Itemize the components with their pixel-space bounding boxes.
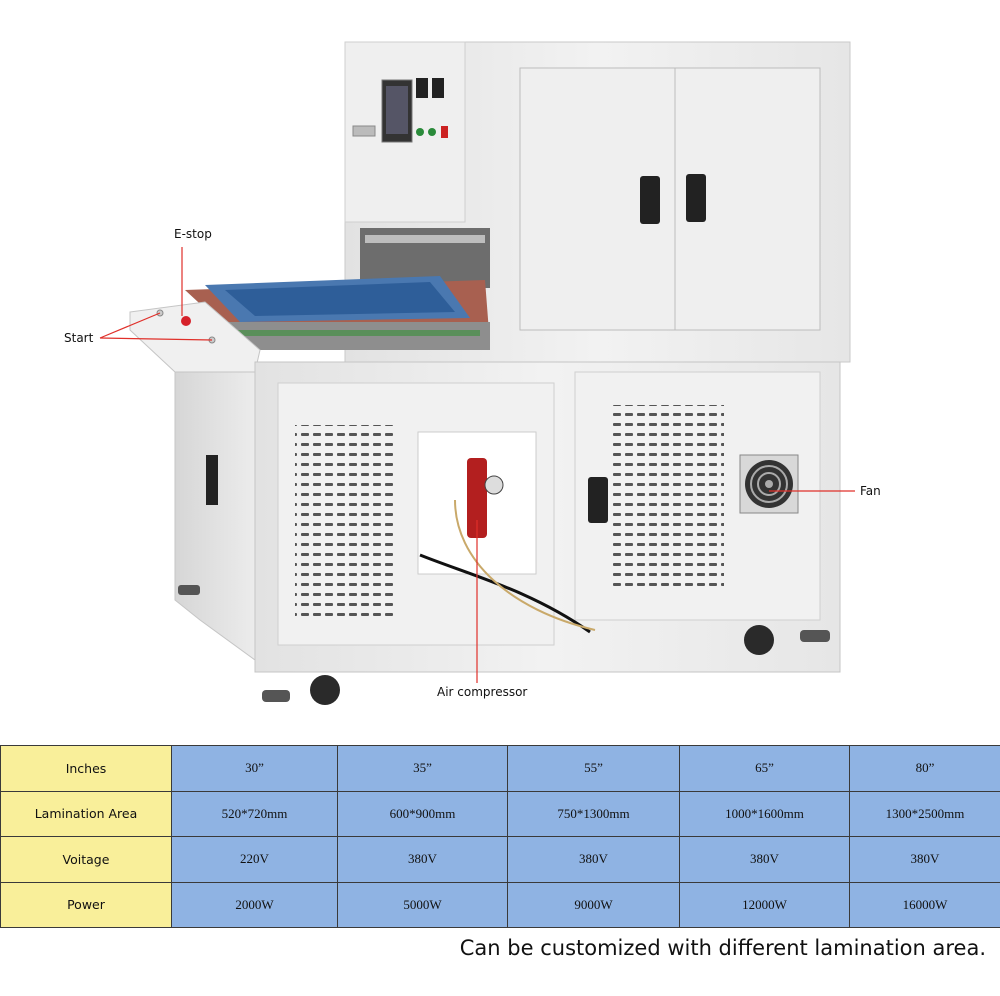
table-cell: 9000W [507,881,680,928]
table-cell: 380V [679,836,850,883]
table-row: Power 2000W 5000W 9000W 12000W 16000W [0,881,1000,928]
table-cell: 2000W [171,881,338,928]
upper-housing [344,41,851,363]
vent-grille [295,425,395,620]
air-regulator [467,458,487,538]
customization-footnote: Can be customized with different laminat… [459,936,986,960]
table-cell: 12000W [679,881,850,928]
table-cell: 80” [849,745,1000,792]
door-handle-icon [588,477,608,523]
row-label-power: Power [0,881,172,928]
air-compressor-callout-label: Air compressor [437,685,528,699]
table-cell: 220V [171,836,338,883]
table-cell: 380V [337,836,508,883]
table-row: Inches 30” 35” 55” 65” 80” [0,745,1000,792]
table-cell: 380V [507,836,680,883]
vent-grille [612,405,724,590]
estop-button-icon [181,316,191,326]
side-handle-icon [206,455,218,505]
table-cell: 5000W [337,881,508,928]
table-cell: 30” [171,745,338,792]
green-button-icon [416,128,424,136]
table-cell: 1300*2500mm [849,790,1000,837]
callout-lines [99,247,855,683]
table-cell: 1000*1600mm [679,790,850,837]
caster-wheel-icon [744,625,774,655]
table-cell: 65” [679,745,850,792]
table-cell: 16000W [849,881,1000,928]
table-cell: 750*1300mm [507,790,680,837]
start-callout-label: Start [64,331,94,345]
row-label-voltage: Voitage [0,836,172,883]
spec-table: Inches 30” 35” 55” 65” 80” Lamination Ar… [0,745,1000,928]
row-label-inches: Inches [0,745,172,792]
table-cell: 55” [507,745,680,792]
table-cell: 380V [849,836,1000,883]
door-handle-icon [686,174,706,222]
green-button-icon [428,128,436,136]
pressure-gauge-icon [484,475,504,495]
table-row: Lamination Area 520*720mm 600*900mm 750*… [0,790,1000,837]
fan-callout-label: Fan [860,484,881,498]
caster-wheel-icon [310,675,340,705]
door-handle-icon [640,176,660,224]
table-cell: 520*720mm [171,790,338,837]
press-table [185,276,490,350]
laminator-machine-illustration [99,41,855,705]
table-cell: 600*900mm [337,790,508,837]
row-label-lamination-area: Lamination Area [0,790,172,837]
lower-base [129,301,841,705]
table-cell: 35” [337,745,508,792]
table-row: Voitage 220V 380V 380V 380V 380V [0,836,1000,883]
estop-callout-label: E-stop [174,227,212,241]
